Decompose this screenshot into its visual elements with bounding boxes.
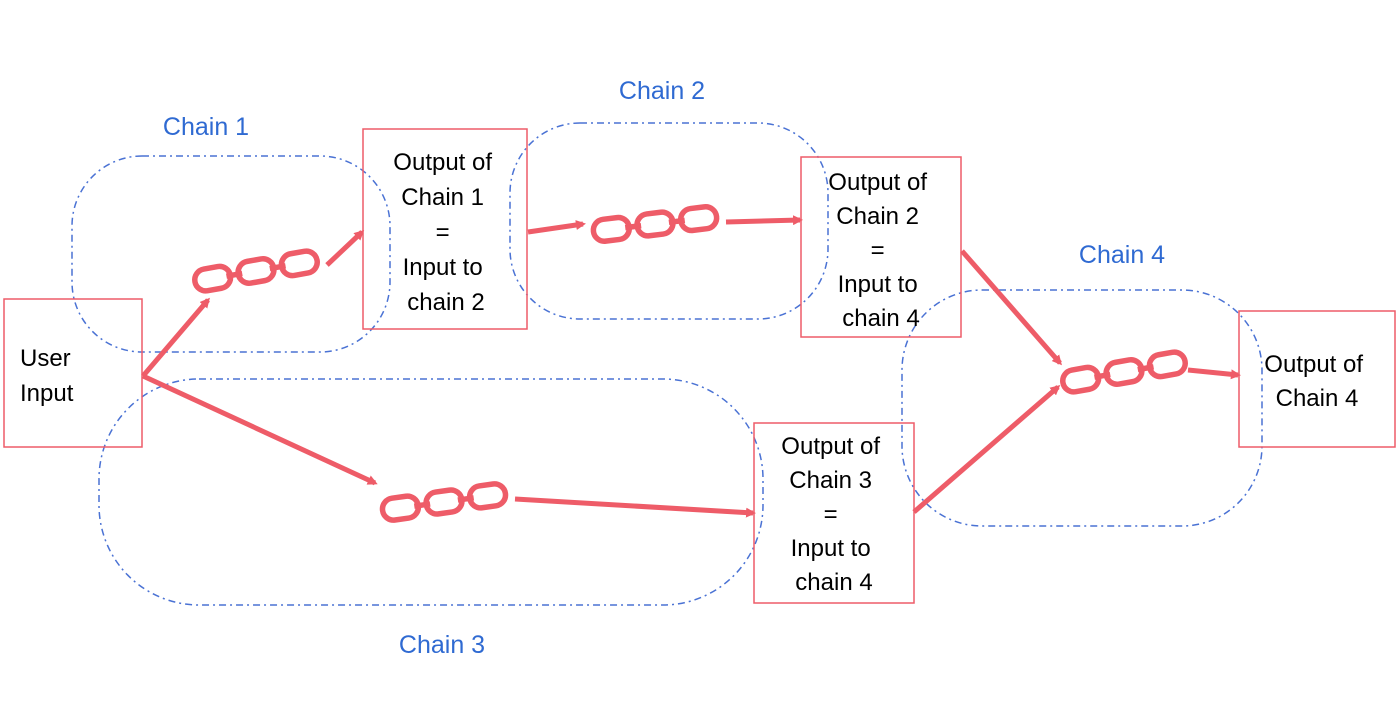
chain-icons	[192, 204, 1188, 523]
chain-2-outline	[509, 122, 829, 320]
chain-2-output-label: Output of Chain 2 = Input to chain 4	[828, 169, 933, 332]
chain-1-label: Chain 1	[163, 113, 249, 141]
chain-3-outline	[98, 378, 764, 606]
arrows	[141, 215, 1241, 518]
chain-4-label: Chain 4	[1079, 241, 1165, 269]
user-input-box	[3, 298, 143, 448]
chain-1-outline	[71, 155, 391, 353]
arrow-output1-to-chain2	[527, 220, 586, 235]
group-labels: Chain 1 Chain 2 Chain 3 Chain 4	[163, 77, 1165, 659]
group-outlines	[71, 122, 1263, 606]
chain-3-label: Chain 3	[399, 631, 485, 659]
arrow-input-to-chain3	[141, 373, 378, 486]
chain-1-output-label: Output of Chain 1 = Input to chain 2	[393, 149, 498, 316]
chain-link-icon	[1060, 349, 1188, 395]
chain-link-icon	[379, 481, 509, 523]
node-labels: User Input Output of Chain 1 = Input to …	[20, 149, 1369, 596]
chain-link-icon	[590, 204, 720, 244]
chain-4-output-label: Output of Chain 4	[1264, 351, 1369, 412]
arrow-output3-to-chain4	[912, 385, 1061, 514]
arrow-chain1-to-output1	[325, 229, 365, 267]
chain-1-output-box	[362, 128, 528, 330]
chain-link-icon	[192, 248, 320, 294]
chain-3-output-label: Output of Chain 3 = Input to chain 4	[781, 433, 886, 596]
arrow-chain2-to-output2	[725, 215, 803, 226]
arrow-input-to-chain1	[141, 297, 210, 378]
chain-4-outline	[901, 289, 1263, 527]
arrow-output2-to-chain4	[960, 249, 1062, 366]
user-input-label: User Input	[20, 345, 77, 407]
arrow-chain4-to-output4	[1187, 367, 1241, 380]
chain-2-output-box	[800, 156, 962, 338]
chain-2-label: Chain 2	[619, 77, 705, 105]
arrow-chain3-to-output3	[514, 496, 756, 518]
